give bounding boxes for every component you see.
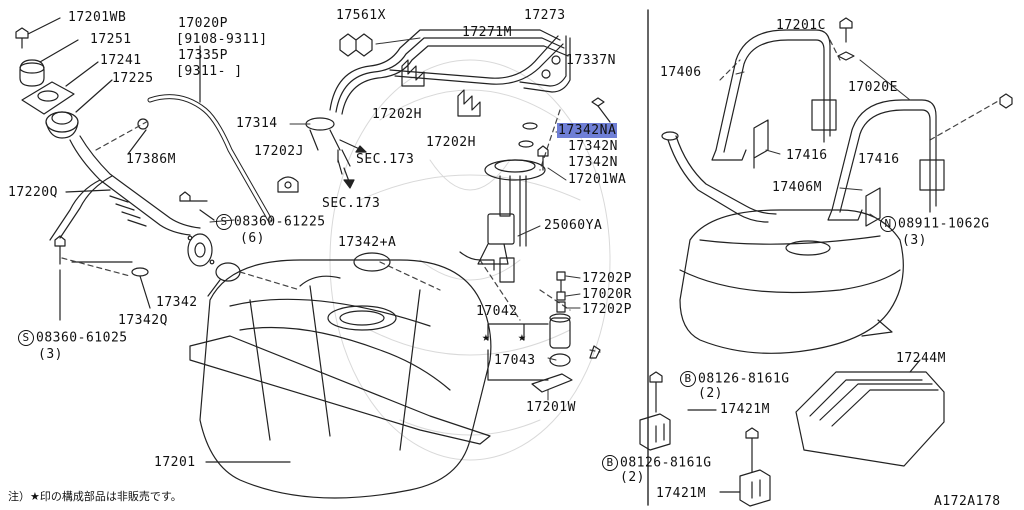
part-label-17342N-2: 17342N <box>568 155 618 170</box>
part-label-17244M: 17244M <box>896 351 946 366</box>
part-label-17202P-1: 17202P <box>582 271 632 286</box>
part-label-17335P: 17335P <box>178 48 228 63</box>
part-label-17386M: 17386M <box>126 152 176 167</box>
part-label-17416-2: 17416 <box>858 152 900 167</box>
non-sale-star-marker: ★ <box>482 330 491 345</box>
fuel-line-tubes <box>306 30 610 188</box>
part-label-08126-8161G-1-qty: (2) <box>698 386 723 401</box>
part-label-17561X: 17561X <box>336 8 386 23</box>
part-label-08360-61025-qty: (3) <box>38 347 63 362</box>
screw-symbol-icon: S <box>216 214 232 230</box>
part-label-17201C: 17201C <box>776 18 826 33</box>
part-label-17241: 17241 <box>100 53 142 68</box>
part-label-17201WB: 17201WB <box>68 10 127 25</box>
part-label-17342-plus-A: 17342+A <box>338 235 397 250</box>
part-label-08911-1062G-qty: (3) <box>902 233 927 248</box>
part-label-17202H-1: 17202H <box>372 107 422 122</box>
right-tank-assembly <box>640 18 1012 506</box>
highlighted-part: 17342NA <box>557 123 618 138</box>
fuel-pump-assembly <box>460 160 600 392</box>
footnote: 注）★印の構成部品は非販売です。 <box>8 490 182 503</box>
part-label-17416-1: 17416 <box>786 148 828 163</box>
part-label-17314: 17314 <box>236 116 278 131</box>
part-label-08126-8161G-2-qty: (2) <box>620 470 645 485</box>
part-label-17273: 17273 <box>524 8 566 23</box>
part-label-17342N-1: 17342N <box>568 139 618 154</box>
filler-neck-assembly <box>16 18 298 320</box>
part-label-17337N: 17337N <box>566 53 616 68</box>
leader-lines <box>210 38 910 400</box>
part-label-17020E: 17020E <box>848 80 898 95</box>
part-label-17202P-2: 17202P <box>582 302 632 317</box>
part-label-17225: 17225 <box>112 71 154 86</box>
part-label-17342NA: 17342NA <box>557 123 618 138</box>
nut-symbol-icon: N <box>880 216 896 232</box>
part-label-17335P-date: [9311- ] <box>176 64 243 79</box>
part-label-17202H-2: 17202H <box>426 135 476 150</box>
part-label-17406M: 17406M <box>772 180 822 195</box>
part-label-17043: 17043 <box>494 353 536 368</box>
bolt-symbol-icon: B <box>602 455 618 471</box>
part-label-17202J: 17202J <box>254 144 304 159</box>
part-label-17251: 17251 <box>90 32 132 47</box>
part-label-17342: 17342 <box>156 295 198 310</box>
part-label-17406: 17406 <box>660 65 702 80</box>
part-label-17020R: 17020R <box>582 287 632 302</box>
part-label-25060YA: 25060YA <box>544 218 603 233</box>
part-label-17201: 17201 <box>154 455 196 470</box>
part-label-17201WA: 17201WA <box>568 172 627 187</box>
non-sale-star-marker: ★ <box>518 330 527 345</box>
part-label-17042: 17042 <box>476 304 518 319</box>
part-label-17201W: 17201W <box>526 400 576 415</box>
part-label-17020P-date: [9108-9311] <box>176 32 268 47</box>
part-label-17421M-1: 17421M <box>720 402 770 417</box>
part-label-08360-61225-qty: (6) <box>240 231 265 246</box>
part-label-17421M-2: 17421M <box>656 486 706 501</box>
part-label-17342Q: 17342Q <box>118 313 168 328</box>
bolt-symbol-icon: B <box>680 371 696 387</box>
fuel-tank-main <box>190 253 491 498</box>
part-label-sec173-1: SEC.173 <box>356 152 415 167</box>
diagram-code: A172A178 <box>934 494 1001 509</box>
part-label-17271M: 17271M <box>462 25 512 40</box>
assembly-dashed-lines <box>62 40 1000 352</box>
part-label-17220Q: 17220Q <box>8 185 58 200</box>
part-label-17020P: 17020P <box>178 16 228 31</box>
part-label-sec173-2: SEC.173 <box>322 196 381 211</box>
screw-symbol-icon: S <box>18 330 34 346</box>
